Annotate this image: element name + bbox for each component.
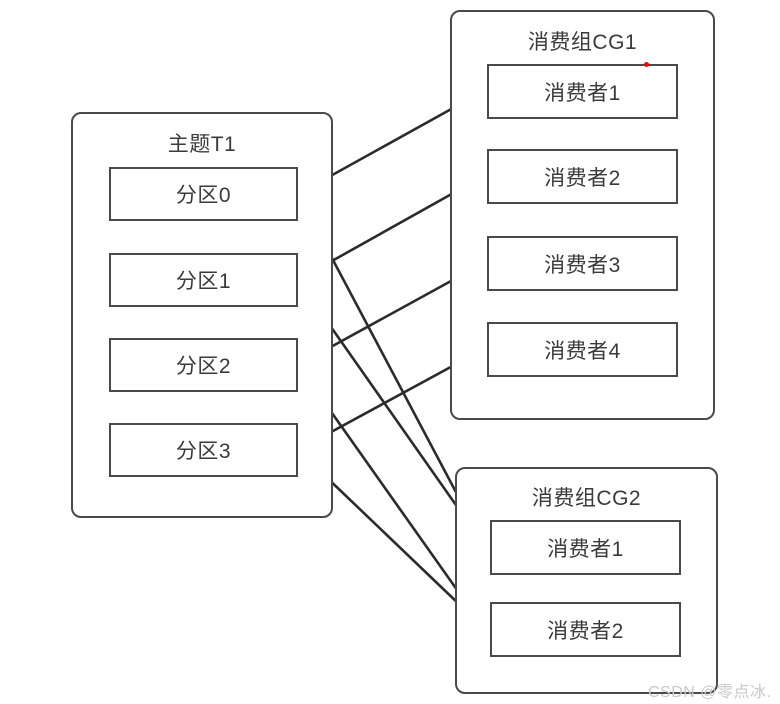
consumer-label: 消费者2 bbox=[547, 619, 624, 643]
red-marker-dot bbox=[644, 62, 649, 67]
consumer-box-g1-1[interactable]: 消费者2 bbox=[490, 602, 681, 657]
consumer-box-g0-3[interactable]: 消费者4 bbox=[487, 322, 678, 377]
consumer-label: 消费者4 bbox=[544, 339, 621, 363]
partition-box-1[interactable]: 分区1 bbox=[109, 253, 298, 307]
partition-label: 分区3 bbox=[175, 440, 232, 463]
partition-box-2[interactable]: 分区2 bbox=[109, 338, 298, 392]
consumer-box-g0-2[interactable]: 消费者3 bbox=[487, 236, 678, 291]
consumer-group-container-1: 消费组CG2 bbox=[455, 467, 718, 694]
consumer-label: 消费者1 bbox=[547, 537, 624, 561]
partition-box-0[interactable]: 分区0 bbox=[109, 167, 298, 221]
partition-label: 分区2 bbox=[175, 355, 232, 378]
consumer-group-title: 消费组CG1 bbox=[527, 31, 638, 54]
consumer-label: 消费者2 bbox=[544, 166, 621, 190]
partition-label: 分区1 bbox=[175, 270, 232, 293]
partition-label: 分区0 bbox=[175, 184, 232, 207]
csdn-watermark: CSDN @零点冰. bbox=[648, 684, 772, 701]
consumer-box-g0-1[interactable]: 消费者2 bbox=[487, 149, 678, 204]
consumer-label: 消费者1 bbox=[544, 81, 621, 105]
consumer-group-title: 消费组CG2 bbox=[531, 487, 642, 510]
partition-box-3[interactable]: 分区3 bbox=[109, 423, 298, 477]
consumer-box-g0-0[interactable]: 消费者1 bbox=[487, 64, 678, 119]
consumer-box-g1-0[interactable]: 消费者1 bbox=[490, 520, 681, 575]
topic-title: 主题T1 bbox=[167, 133, 237, 156]
consumer-label: 消费者3 bbox=[544, 253, 621, 277]
